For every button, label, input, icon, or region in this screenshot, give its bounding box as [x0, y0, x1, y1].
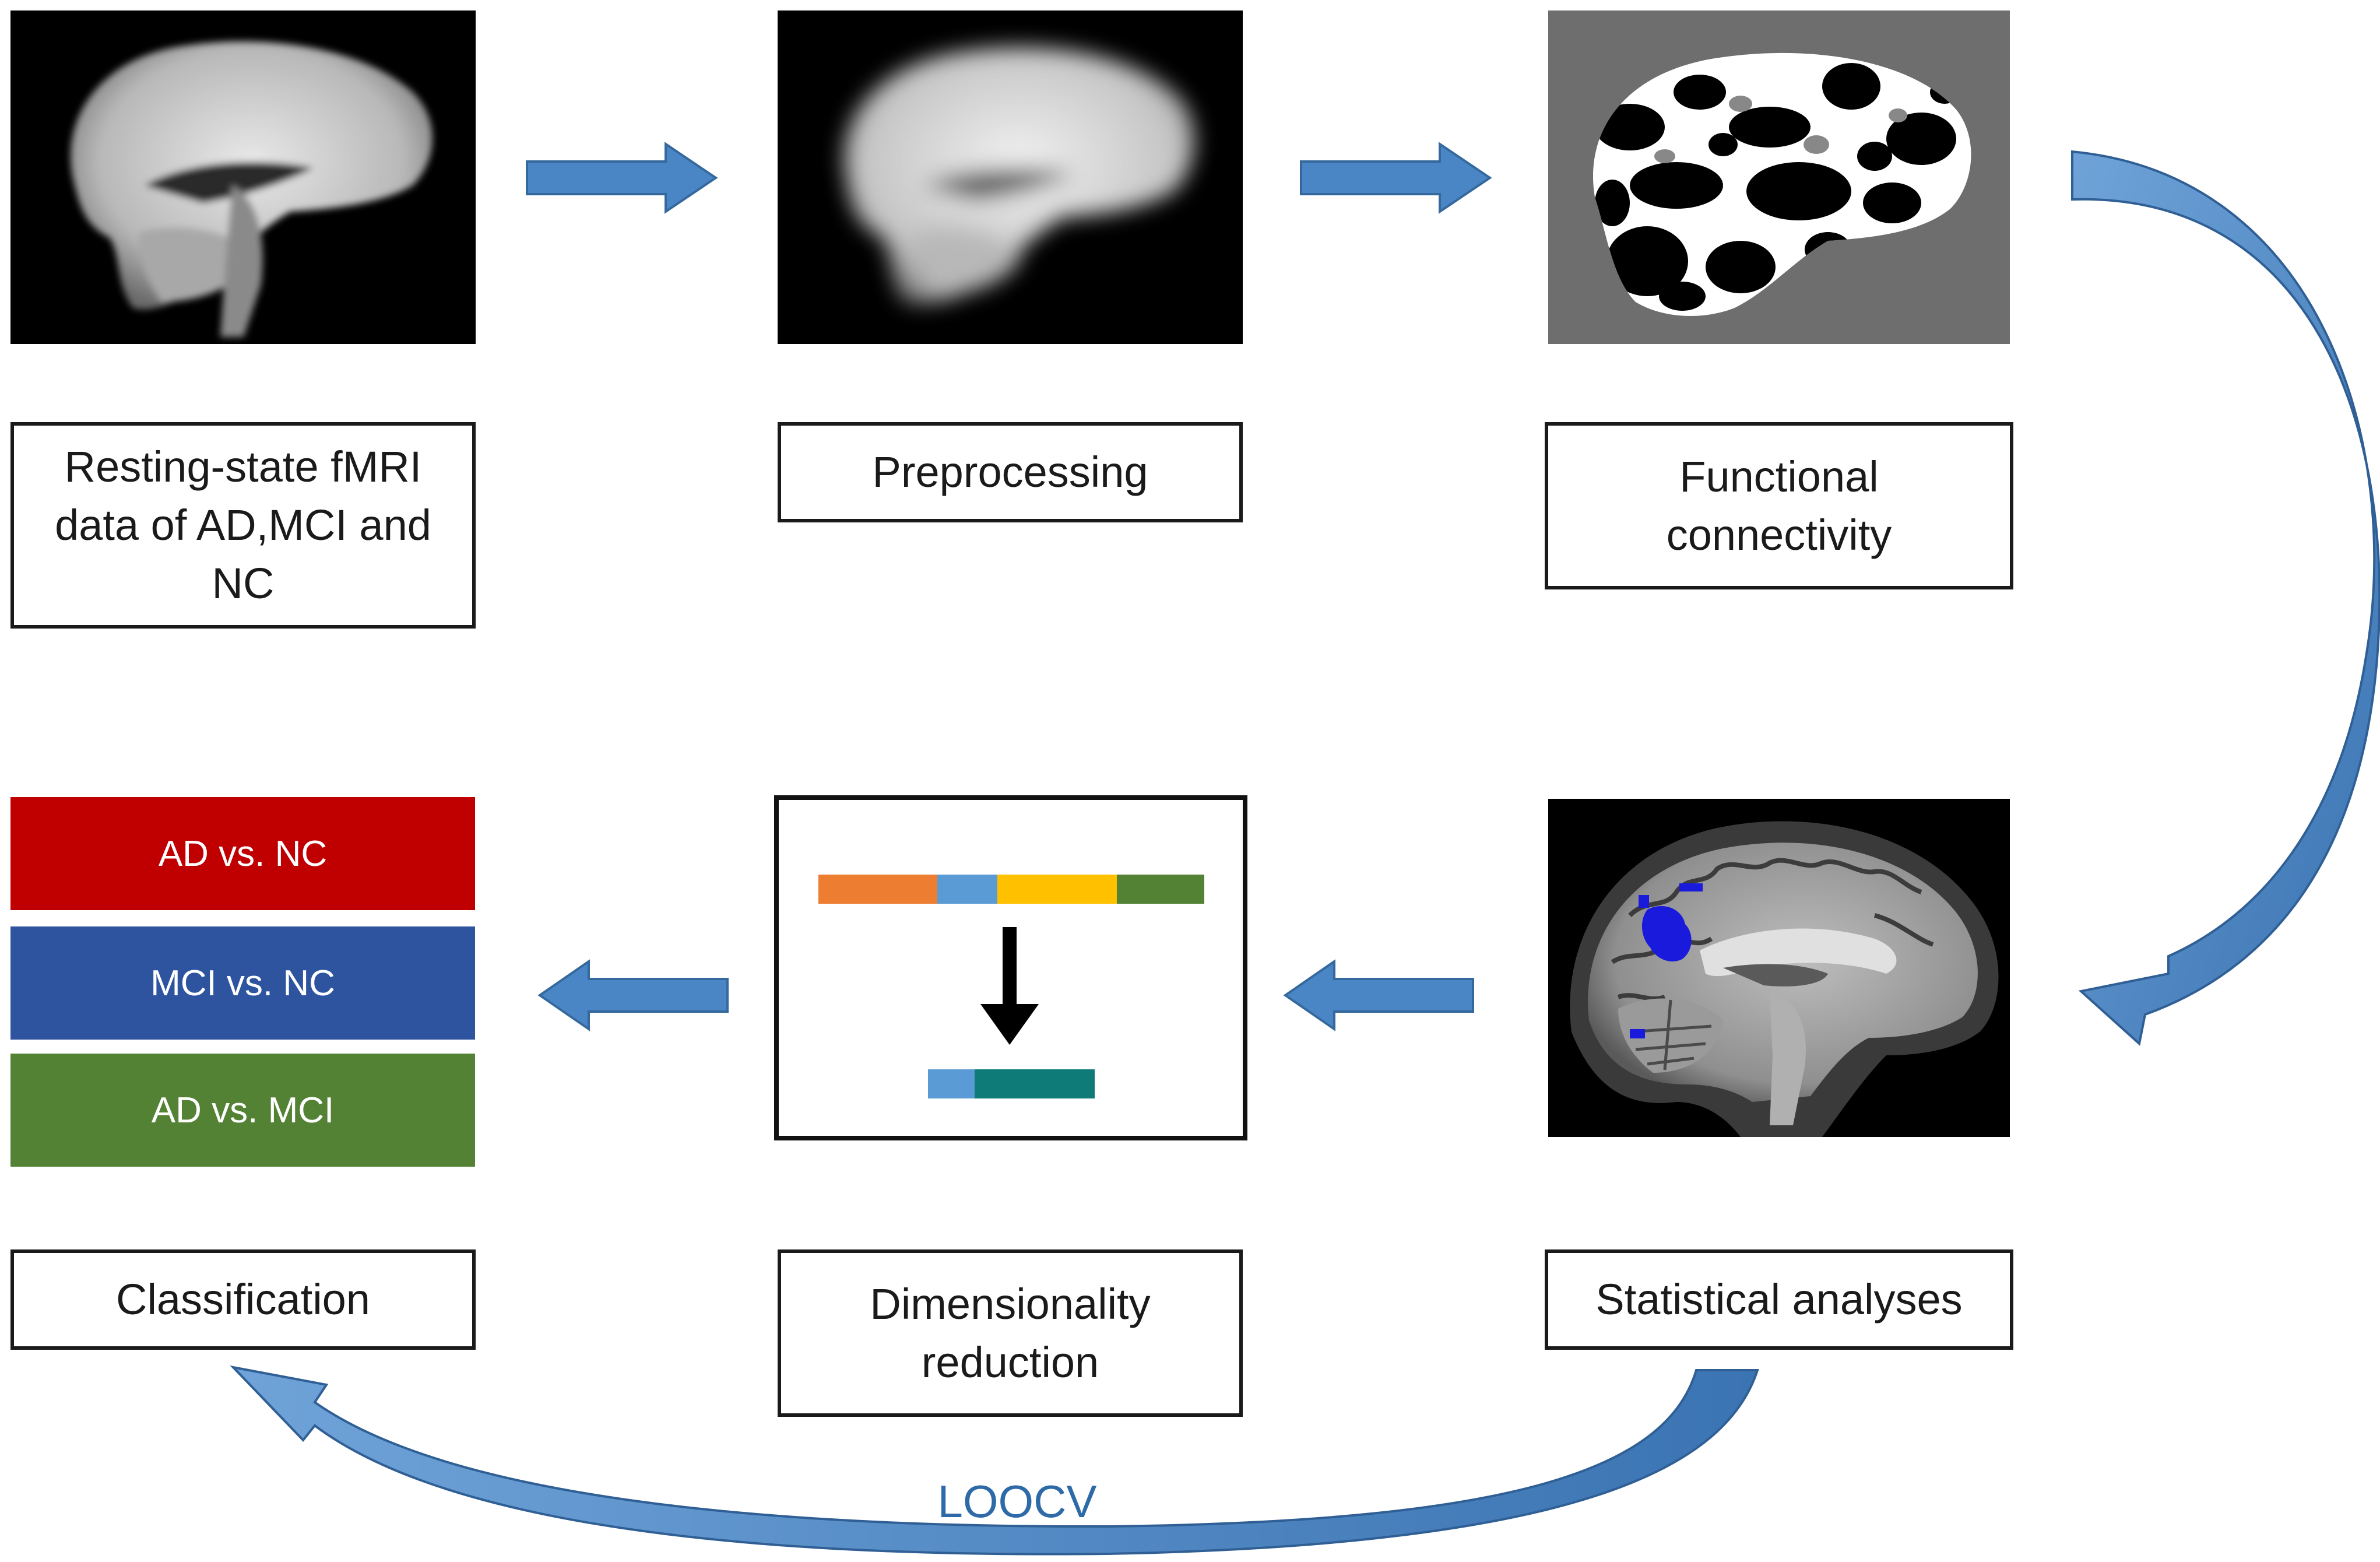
class-label: AD vs. MCI	[151, 1090, 335, 1131]
class-bar-ad-nc: AD vs. NC	[10, 797, 475, 910]
down-arrow-icon	[980, 927, 1039, 1045]
feature-segment-orange	[818, 875, 937, 904]
data-label: Resting-state fMRI data of AD,MCI and NC	[55, 443, 431, 608]
activation-clusters	[1630, 883, 1703, 1038]
classification-label: Classification	[116, 1275, 370, 1324]
feature-vectors-illustration	[818, 875, 1204, 1098]
connectivity-panel	[1548, 10, 2010, 344]
class-label: AD vs. NC	[158, 833, 328, 874]
statistical-panel	[1548, 799, 2010, 1137]
brain-activation-icon	[1548, 799, 2010, 1137]
preprocessing-label: Preprocessing	[872, 448, 1148, 497]
arrow-right-2	[1300, 142, 1492, 214]
loocv-label: LOOCV	[937, 1476, 1097, 1527]
feature-segment-green	[1117, 875, 1204, 904]
functional-label-box: Functional connectivity	[1545, 422, 2013, 589]
class-label: MCI vs. NC	[150, 963, 335, 1003]
class-bar-ad-mci: AD vs. MCI	[10, 1054, 475, 1167]
statistical-label: Statistical analyses	[1595, 1275, 1963, 1324]
curved-arrow-right	[2071, 150, 2380, 1046]
functional-label: Functional connectivity	[1666, 452, 1892, 559]
arrow-left-2	[537, 959, 729, 1031]
raw-fmri-panel	[10, 10, 476, 344]
arrow-left-1	[1283, 959, 1474, 1031]
dimensionality-panel	[774, 795, 1247, 1140]
data-label-box: Resting-state fMRI data of AD,MCI and NC	[10, 422, 476, 629]
statistical-label-box: Statistical analyses	[1545, 1249, 2013, 1350]
classification-label-box: Classification	[10, 1249, 476, 1350]
feature-segment-yellow	[997, 875, 1117, 904]
preprocessed-panel	[778, 10, 1243, 344]
dimensionality-label: Dimensionality reduction	[870, 1279, 1151, 1387]
brain-smoothed-icon	[778, 10, 1243, 344]
class-bar-mci-nc: MCI vs. NC	[10, 926, 475, 1040]
arrow-right-1	[526, 142, 718, 214]
connectivity-map-icon	[1548, 10, 2010, 344]
reduced-segment-blue	[928, 1069, 975, 1098]
dimensionality-label-box: Dimensionality reduction	[778, 1249, 1243, 1417]
brain-raw-icon	[10, 10, 476, 344]
feature-segment-blue	[937, 875, 997, 904]
preprocessing-label-box: Preprocessing	[778, 422, 1243, 522]
reduced-segment-teal	[975, 1069, 1095, 1098]
